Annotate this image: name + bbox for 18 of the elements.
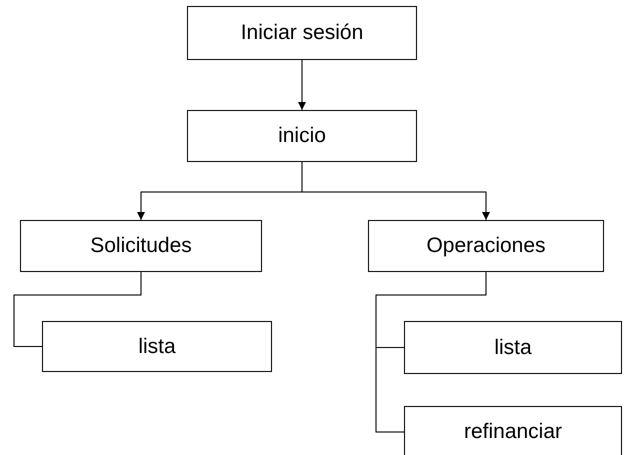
arrow — [298, 60, 306, 110]
menu-box — [404, 321, 622, 374]
node-label: refinanciar — [464, 420, 562, 444]
menu-box — [404, 406, 622, 455]
menu-box — [20, 220, 262, 272]
menu-box — [368, 220, 604, 272]
menu-box — [42, 321, 272, 372]
connector-line — [14, 272, 142, 347]
menu-box — [187, 6, 417, 60]
connector-line — [376, 272, 486, 432]
node-label: inicio — [278, 124, 326, 148]
node-label: lista — [138, 334, 176, 358]
arrow — [302, 162, 490, 220]
node-label: lista — [494, 336, 532, 360]
node-label: Iniciar sesión — [240, 21, 364, 45]
node-label: Solicitudes — [90, 234, 192, 258]
node-label: Operaciones — [426, 234, 546, 258]
menu-box — [187, 110, 417, 162]
